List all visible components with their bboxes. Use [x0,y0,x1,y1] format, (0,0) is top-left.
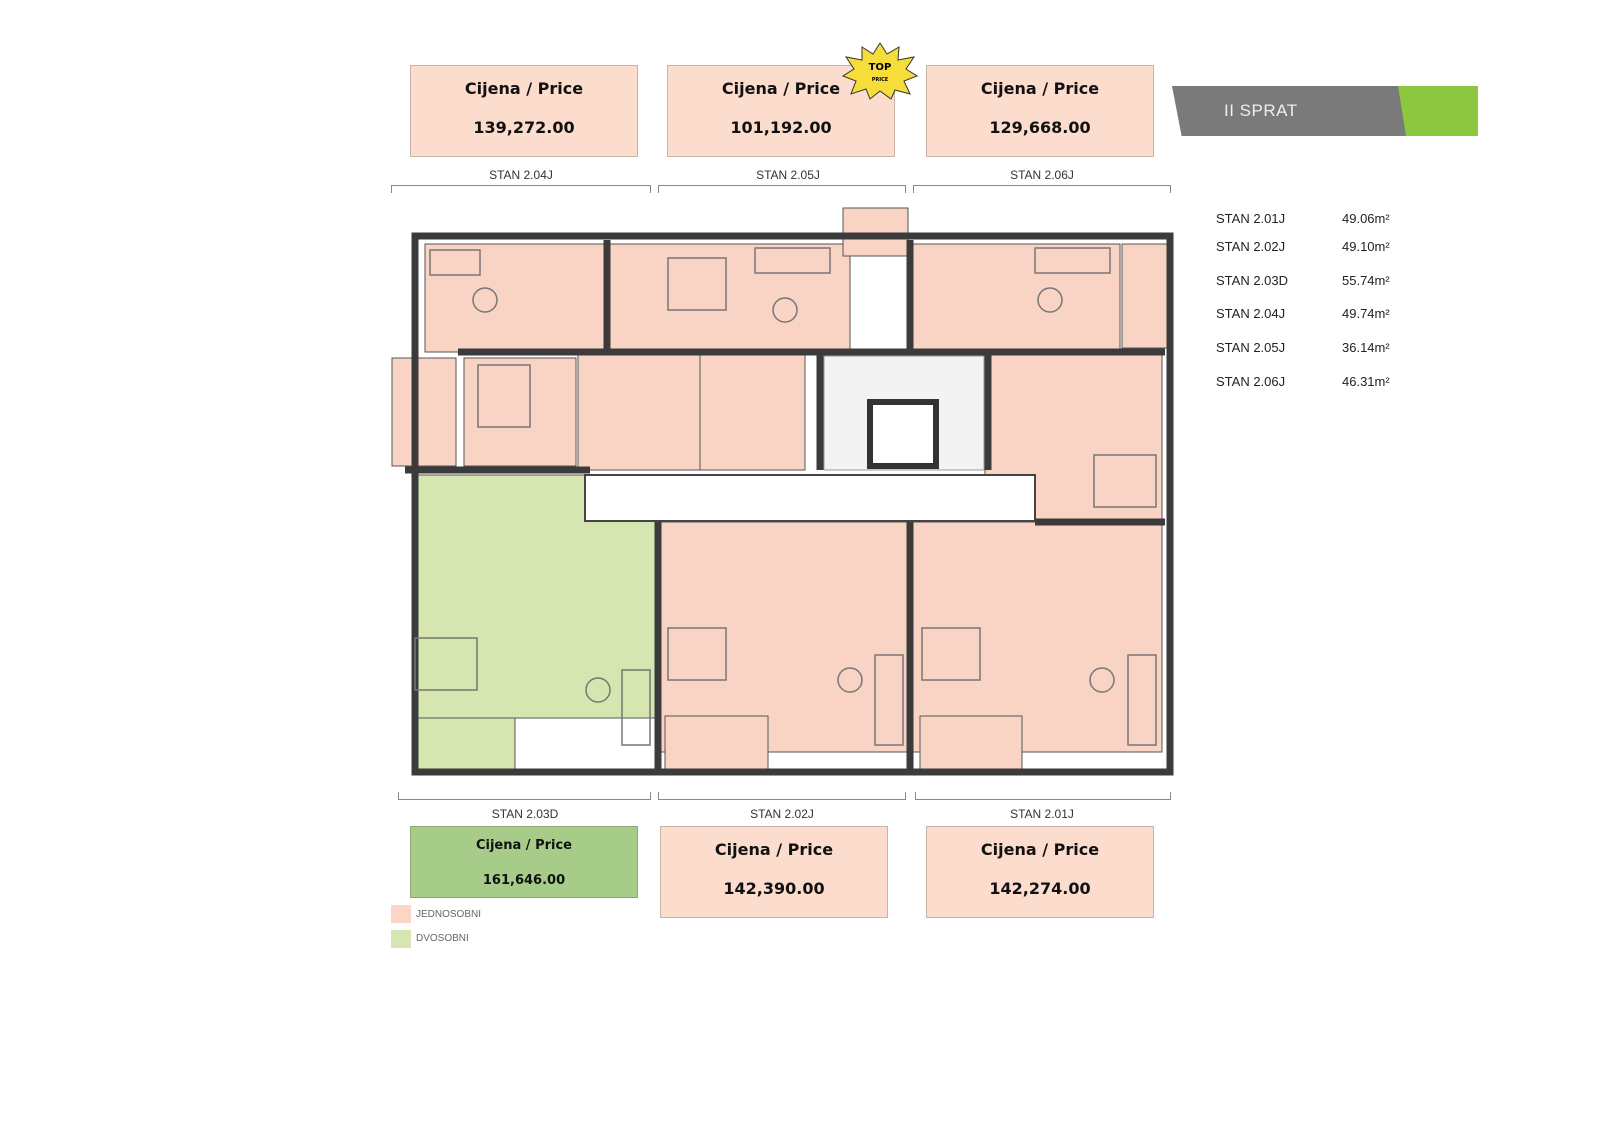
area-value: 49.06m² [1342,211,1390,226]
price-box-2-01j: Cijena / Price 142,274.00 [926,826,1154,918]
area-value: 36.14m² [1342,340,1390,355]
elevator-shaft [867,399,939,469]
dimension-bracket [915,792,1171,800]
unit-label: STAN 2.02J [750,807,814,821]
area-value: 46.31m² [1342,374,1390,389]
price-value: 139,272.00 [473,118,575,137]
table-icon [472,287,498,313]
balcony [664,715,769,773]
unit-label: STAN 2.06J [1010,168,1074,182]
sofa-icon [429,249,481,276]
room [699,351,806,471]
table-icon [837,667,863,693]
dimension-bracket [398,792,651,800]
area-unit: STAN 2.03D [1216,273,1289,288]
banner-grey [1172,86,1412,136]
sofa-icon [621,669,651,746]
price-label: Cijena / Price [464,79,584,98]
sofa-icon [1034,247,1111,274]
price-label: Cijena / Price [721,79,841,98]
price-value: 142,390.00 [723,879,825,898]
bed-icon [667,257,727,311]
balcony [391,357,457,467]
dimension-bracket [913,185,1171,193]
price-label: Cijena / Price [475,838,572,853]
legend-swatch-dvosobni [391,930,411,948]
room [424,243,608,353]
room [912,521,1163,753]
top-badge-line2: PRICE [872,77,889,83]
balcony [1121,243,1173,349]
dimension-bracket [391,185,651,193]
room [909,243,1121,353]
area-unit: STAN 2.05J [1216,340,1286,355]
price-box-2-04j: Cijena / Price 139,272.00 [410,65,638,157]
legend-swatch-jednosobni [391,905,411,923]
unit-label: STAN 2.05J [756,168,820,182]
legend-label: JEDNOSOBNI [416,909,482,920]
room [463,357,577,467]
price-box-2-02j: Cijena / Price 142,390.00 [660,826,888,918]
table-icon [1037,287,1063,313]
sofa-icon [874,654,904,746]
bed-icon [667,627,727,681]
price-label: Cijena / Price [714,840,834,859]
price-value: 129,668.00 [989,118,1091,137]
floor-banner: II SPRAT [1172,86,1478,136]
dimension-bracket [658,792,906,800]
area-value: 49.10m² [1342,239,1390,254]
unit-label: STAN 2.03D [491,807,559,821]
area-unit: STAN 2.06J [1216,374,1286,389]
table-icon [1089,667,1115,693]
sofa-icon [754,247,831,274]
banner-green [1398,86,1478,136]
area-value: 49.74m² [1342,306,1390,321]
balcony [411,717,516,773]
price-label: Cijena / Price [980,79,1100,98]
dimension-bracket [658,185,906,193]
outer-wall [411,232,1174,776]
area-unit: STAN 2.01J [1216,211,1286,226]
room [577,351,701,471]
price-value: 101,192.00 [730,118,832,137]
price-box-2-03d: Cijena / Price 161,646.00 [410,826,638,898]
price-value: 142,274.00 [989,879,1091,898]
bed-icon [1093,454,1157,508]
table-icon [585,677,611,703]
bed-icon [921,627,981,681]
top-price-starburst-icon: TOP PRICE [842,42,918,100]
balcony [919,715,1023,773]
balcony [842,207,909,257]
unit-label: STAN 2.01J [1010,807,1074,821]
price-box-2-06j: Cijena / Price 129,668.00 [926,65,1154,157]
floor-title: II SPRAT [1224,101,1298,120]
price-value: 161,646.00 [482,873,566,888]
legend-label: DVOSOBNI [416,933,469,944]
corridor [584,474,1036,522]
bed-icon [414,637,478,691]
price-label: Cijena / Price [980,840,1100,859]
unit-label: STAN 2.04J [489,168,553,182]
area-value: 55.74m² [1342,273,1390,288]
area-unit: STAN 2.04J [1216,306,1286,321]
area-unit: STAN 2.02J [1216,239,1286,254]
table-icon [772,297,798,323]
top-badge-line1: TOP [869,62,892,73]
bed-icon [477,364,531,428]
room [606,243,851,353]
sofa-icon [1127,654,1157,746]
